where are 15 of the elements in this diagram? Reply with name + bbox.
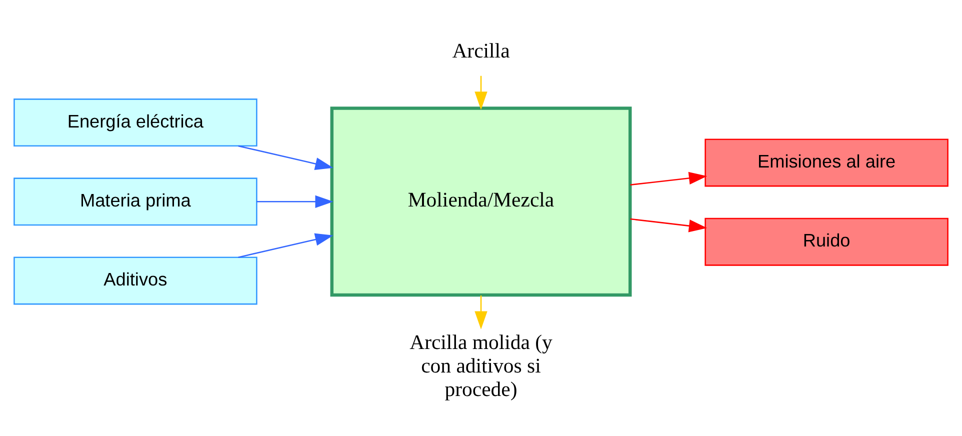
arrow [630,171,708,185]
node-box: Molienda/Mezcla [330,106,632,296]
arrow [238,144,334,170]
arrow [474,75,488,110]
node-box: Emisiones al aire [704,138,948,186]
arrow [256,194,334,208]
node-text: Arcilla molida (y con aditivos si procede) [410,332,552,400]
node-text: Arcilla [452,40,510,62]
node-box: Materia prima [14,177,258,226]
node-box: Energía eléctrica [14,98,258,146]
arrow [630,218,708,232]
node-box: Aditivos [14,256,258,304]
arrow [474,294,488,329]
arrow [238,232,334,258]
node-box: Ruido [704,217,948,266]
